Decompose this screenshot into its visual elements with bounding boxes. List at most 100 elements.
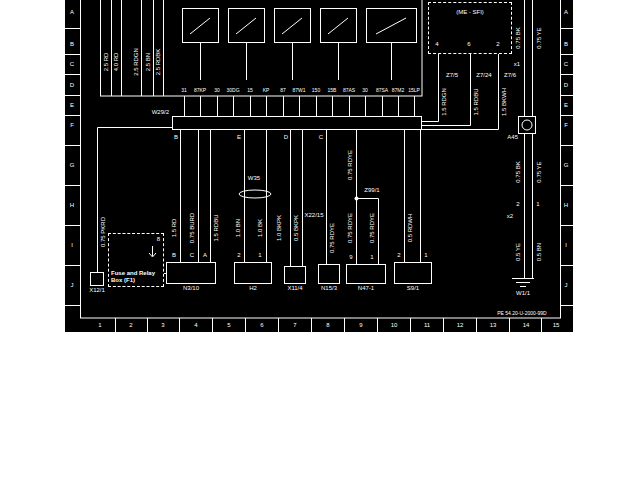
relay-module-outline <box>101 0 423 96</box>
row-letter: H <box>564 202 568 208</box>
row-letter: C <box>70 61 74 67</box>
wire-connector <box>524 134 525 278</box>
wire-code: 1.0 BK <box>257 219 263 237</box>
component-label: S9/1 <box>407 285 419 292</box>
frame-border <box>81 0 561 318</box>
pin-label: 30 <box>362 88 368 93</box>
pin-label: 87 <box>280 88 286 93</box>
wire-connector <box>244 130 245 262</box>
wire-code: 0.5 BKPK <box>293 215 299 241</box>
relay-wires <box>201 42 392 80</box>
wire-code: 0.75 RDYE <box>329 223 335 253</box>
wire-code: 0.75 PKRD <box>100 217 106 247</box>
wire-code: 0.75 RDYE <box>347 213 353 243</box>
pin-letter: B <box>174 134 178 140</box>
pin-stubs <box>185 96 415 116</box>
pin-label: KP <box>263 88 270 93</box>
wire-code: 1.5 RDBU <box>473 88 479 115</box>
row-letter: J <box>71 282 74 288</box>
wire-code: 0.5 RDWH <box>407 214 413 243</box>
component-label: W29/2 <box>152 109 169 116</box>
wire-code: 0.75 BK <box>515 27 521 48</box>
pin-label: 30DG <box>226 88 239 93</box>
pin-label: 150 <box>312 88 320 93</box>
row-letter: B <box>70 41 74 47</box>
wire-code: 1.5 BKWH <box>501 88 507 116</box>
row-letter: D <box>70 82 74 88</box>
pin-letter: A <box>203 252 207 258</box>
pin-number: 1 <box>370 254 373 260</box>
switch-component: N15/3 <box>318 264 340 284</box>
wire-code: 1.5 RDBU <box>213 214 219 241</box>
row-letter: C <box>564 61 568 67</box>
fuse-arrow <box>149 246 156 257</box>
pin-label: 15B <box>328 88 337 93</box>
column-number: 2 <box>129 322 132 328</box>
wire-code: 1.5 RD <box>171 219 177 238</box>
column-number: 14 <box>523 322 530 328</box>
pin-label: 87KP <box>194 88 206 93</box>
control-wires <box>422 54 499 130</box>
box-text: 8 <box>109 234 163 243</box>
wire-code: 0.5 BN <box>536 243 542 261</box>
pin-letter: C <box>190 252 194 258</box>
component-label: W1/1 <box>516 290 530 297</box>
connector-box: X12/1 <box>90 272 104 286</box>
ground-lines <box>512 279 534 287</box>
row-letter: F <box>564 122 568 128</box>
wire-code: 2.5 RDBK <box>155 49 161 76</box>
pin-label: 15 <box>247 88 253 93</box>
pin-number: 9 <box>349 254 352 260</box>
pin-number: 2 <box>397 252 400 258</box>
wire-connector <box>422 54 439 122</box>
shield-symbol <box>239 190 271 198</box>
wire-code: 0.75 BURD <box>189 213 195 243</box>
wire-code: 1.0 BKPK <box>276 215 282 241</box>
wire-code: 4.0 RD <box>113 53 119 72</box>
wire-code: 2.5 BN <box>145 53 151 71</box>
sensor-wires <box>525 0 533 278</box>
ground-symbol <box>512 278 534 288</box>
control-module: N3/10 <box>166 262 216 284</box>
wire-connector <box>180 130 181 262</box>
pin-number: 1 <box>536 201 539 207</box>
pin-letter: E <box>237 134 241 140</box>
wire-code: 2.5 RD <box>103 53 109 72</box>
pin-number: 6 <box>467 41 470 47</box>
connector-block: W29/2 <box>172 116 422 130</box>
wire-code: 1.0 BN <box>235 219 241 237</box>
pin-number: 1 <box>424 252 427 258</box>
connector-box: X11/4 <box>284 266 306 284</box>
column-number: 9 <box>359 322 362 328</box>
component-wires <box>199 130 421 266</box>
row-letter: E <box>70 102 74 108</box>
component-label: X11/4 <box>287 285 302 292</box>
pin-letter: D <box>284 134 288 140</box>
pin-label: 87M2 <box>392 88 405 93</box>
box-text: Fuse and Relay Box (F1) <box>109 270 163 286</box>
shield-label: W35 <box>248 175 260 181</box>
pin-label: 31 <box>181 88 187 93</box>
wire-code: 0.75 RDYE <box>347 150 353 180</box>
wire-connector <box>290 130 291 266</box>
row-letter: I <box>71 242 73 248</box>
wire-code: 0.75 YE <box>536 161 542 182</box>
column-number: 12 <box>457 322 464 328</box>
connector-label: X22/15 <box>304 212 323 218</box>
sensor-symbol <box>522 120 532 130</box>
column-number: 4 <box>194 322 197 328</box>
wire-code: 2.5 RDGN <box>133 48 139 76</box>
wire-connector <box>326 130 327 264</box>
pin-label: 87SA <box>376 88 388 93</box>
component-label: N47-1 <box>358 285 374 292</box>
column-number: 6 <box>260 322 263 328</box>
connector-label: Z7/24 <box>476 72 491 78</box>
pin-label: 30 <box>214 88 220 93</box>
column-ticks <box>116 318 542 332</box>
pin-letter: B <box>172 252 176 258</box>
pin-label: 15LP <box>408 88 420 93</box>
column-number: 8 <box>326 322 329 328</box>
pin-number: 4 <box>435 41 438 47</box>
wire-code: 0.75 BK <box>515 161 521 182</box>
